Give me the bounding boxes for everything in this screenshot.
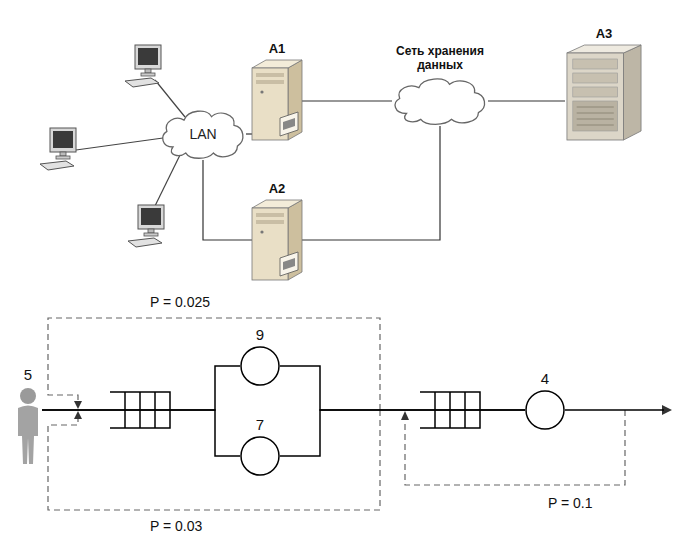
node-label: LAN (189, 126, 216, 142)
pc-icon (40, 128, 76, 170)
connector-line (246, 133, 252, 134)
pc-icon (128, 205, 164, 247)
request-source: 5 (14, 386, 42, 466)
service-channel: 9 (240, 346, 280, 386)
connector-line (203, 160, 252, 240)
lan-cloud: LAN (160, 108, 246, 160)
connector-line (488, 100, 565, 101)
server-shape (252, 200, 302, 280)
service-channel: 4 (525, 390, 565, 430)
server-icon: A2 (252, 200, 302, 280)
person-shape (14, 386, 42, 466)
connector-line (42, 410, 240, 456)
node-heading: Сеть хранения данных (388, 45, 492, 73)
pc-icon (125, 45, 161, 87)
server-circle-shape (240, 346, 280, 386)
node-heading: A3 (596, 27, 613, 42)
connector-line (302, 100, 392, 101)
server-icon: A1 (252, 60, 302, 140)
server-circle-shape (240, 436, 280, 476)
node-heading: 7 (256, 416, 264, 433)
probability-label: P = 0.1 (548, 495, 593, 511)
cloud-shape (392, 76, 488, 126)
node-heading: 9 (256, 326, 264, 343)
probability-label: P = 0.03 (150, 518, 202, 534)
connector-line (302, 126, 440, 240)
connector-line (280, 366, 525, 410)
connector-line (42, 366, 240, 410)
node-heading: 5 (24, 366, 32, 383)
output-line (565, 409, 664, 411)
feedback-loop (48, 318, 625, 510)
storage-system-icon: A3 (565, 45, 643, 140)
storage-network-cloud: Сеть хранения данных (392, 76, 488, 126)
node-heading: A2 (269, 182, 286, 197)
probability-label: P = 0.025 (150, 294, 210, 310)
connector-line (280, 410, 525, 456)
storage-rack-shape (565, 45, 643, 140)
server-circle-shape (525, 390, 565, 430)
service-channel: 7 (240, 436, 280, 476)
node-heading: A1 (269, 42, 286, 57)
server-shape (252, 60, 302, 140)
node-heading: 4 (541, 370, 549, 387)
